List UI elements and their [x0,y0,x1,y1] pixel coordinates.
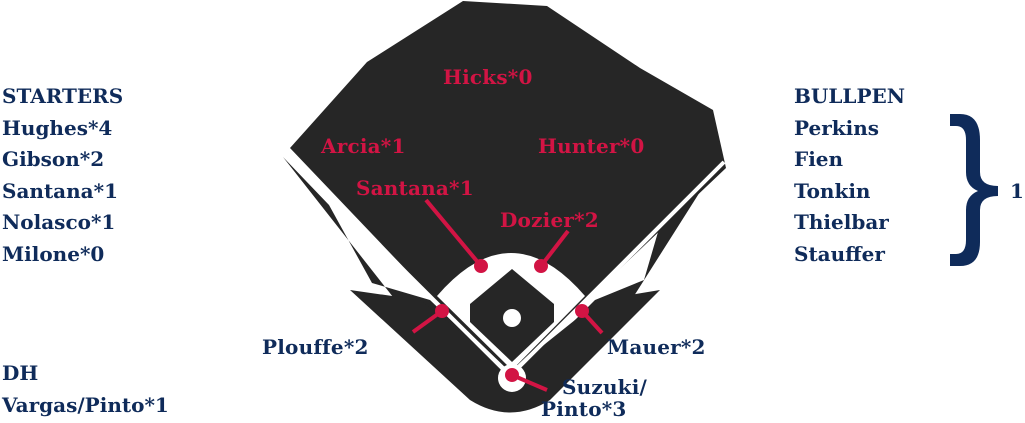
3b-label: Plouffe*2 [262,335,369,359]
outfield-grass [290,1,726,372]
left-foul-line [282,149,510,376]
curly-brace-icon [950,114,998,266]
c-label-line1: Suzuki/ [562,375,648,399]
c-label-line2: Pinto*3 [541,397,627,421]
starter-item: Hughes*4 [2,115,113,140]
3b-marker [435,304,449,318]
starter-item: Milone*0 [2,241,105,266]
rf-label: Hunter*0 [538,134,645,158]
bullpen-list: BULLPEN Perkins Fien Tonkin Thielbar Sta… [794,81,905,270]
cf-label: Hicks*0 [443,65,533,89]
starter-item: Gibson*2 [2,147,105,171]
1b-label: Mauer*2 [607,335,706,359]
lf-label: Arcia*1 [321,134,406,158]
dh-heading: DH [2,361,39,385]
c-marker [505,368,519,382]
2b-marker [534,259,548,273]
bullpen-group-value: 1 [1010,179,1025,203]
bullpen-item: Thielbar [794,210,889,234]
starters-list: STARTERS Hughes*4 Gibson*2 Santana*1 Nol… [2,81,123,270]
bullpen-item: Stauffer [794,241,885,266]
dh-list: DH Vargas/Pinto*1 [2,358,169,421]
ss-label: Santana*1 [356,176,474,200]
starter-item: Santana*1 [2,178,119,203]
2b-label: Dozier*2 [500,208,599,232]
bullpen-item: Tonkin [794,178,871,203]
starter-item: Nolasco*1 [2,210,116,234]
bullpen-item: Fien [794,147,844,171]
ss-marker [474,259,488,273]
right-foul-line [510,160,726,376]
1b-marker [575,304,589,318]
starters-heading: STARTERS [2,84,124,108]
bullpen-item: Perkins [794,115,880,140]
dh-item: Vargas/Pinto*1 [2,392,169,417]
bullpen-heading: BULLPEN [794,84,906,108]
pitchers-mound [503,309,521,327]
